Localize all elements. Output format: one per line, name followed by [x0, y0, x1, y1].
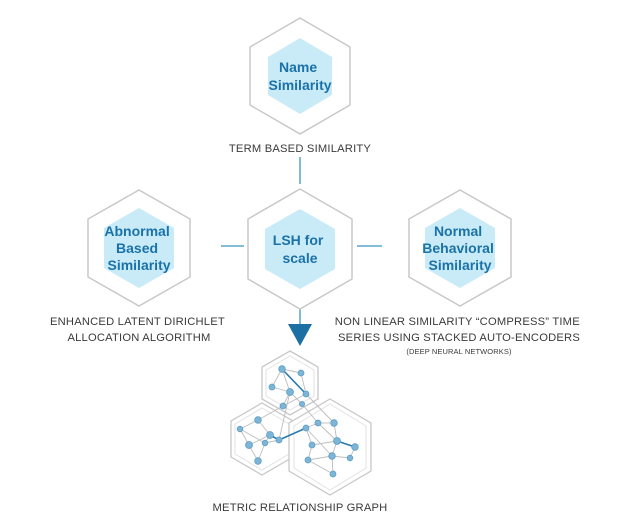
caption-nonlinear-line: NON LINEAR SIMILARITY “COMPRESS” TIME [335, 316, 580, 328]
node-title-line: scale [282, 250, 317, 266]
graph-node [351, 443, 359, 451]
svg-text:NON LINEAR SIMILARITY “COMPRES: NON LINEAR SIMILARITY “COMPRESS” TIME SE… [335, 316, 583, 344]
graph-node [329, 470, 337, 478]
hex-abnormal-based-similarity: Abnormal Based Similarity [87, 189, 191, 307]
svg-text:Abnormal Based Sim: Abnormal Based Similarity [104, 223, 173, 273]
hex-inner [104, 208, 174, 288]
graph-node [302, 424, 310, 432]
node-title-line: Abnormal [104, 223, 169, 239]
hex-inner [425, 208, 495, 288]
svg-text:Normal Behavioral: Normal Behavioral Similarity [422, 223, 497, 273]
graph-nodes [236, 365, 359, 478]
svg-text:LSH for scale: LSH for scale [273, 232, 327, 266]
down-arrow-icon [288, 324, 312, 346]
graph-node [304, 456, 312, 464]
node-title-line: Normal [434, 223, 482, 239]
svg-text:Name Similarity: Name Similarity [268, 59, 331, 93]
graph-node [254, 457, 262, 465]
graph-node [261, 439, 269, 447]
graph-node [328, 452, 336, 460]
graph-node [236, 425, 244, 433]
graph-node [302, 390, 310, 398]
graph-hex-top [261, 350, 319, 416]
graph-node [275, 436, 283, 444]
node-title-line: Name [279, 59, 317, 75]
graph-node [266, 431, 274, 439]
node-title-line: Similarity [428, 257, 491, 273]
graph-hex-right-inner [293, 403, 367, 491]
node-title-line: Behavioral [422, 240, 494, 256]
graph-node [286, 388, 294, 396]
graph-node [245, 441, 253, 449]
graph-node [330, 419, 338, 427]
graph-node [279, 402, 287, 410]
graph-node [308, 441, 316, 449]
graph-node [297, 369, 305, 377]
metric-relationship-graph-icon [230, 350, 372, 496]
graph-node [278, 365, 286, 373]
graph-node [314, 419, 322, 427]
graph-node [333, 437, 341, 445]
caption-metric-relationship-graph: METRIC RELATIONSHIP GRAPH [213, 502, 388, 514]
hex-inner [268, 38, 332, 114]
graph-node [298, 400, 305, 407]
caption-deep-neural-networks: (DEEP NEURAL NETWORKS) [406, 347, 512, 356]
caption-nonlinear-line: SERIES USING STACKED AUTO-ENCODERS [338, 332, 580, 344]
graph-node [268, 383, 276, 391]
hex-inner [265, 209, 335, 289]
hex-normal-behavioral-similarity: Normal Behavioral Similarity [408, 189, 512, 307]
graph-node [346, 454, 354, 462]
hex-name-similarity: Name Similarity [249, 17, 351, 135]
hex-lsh-for-scale: LSH for scale [247, 188, 353, 310]
node-title-line: Based [116, 240, 158, 256]
node-title-line: LSH for [273, 232, 324, 248]
svg-text:ENHANCED LATENT DIRICHLET: ENHANCED LATENT DIRICHLET ALLOCATION ALG… [50, 316, 228, 344]
graph-node [254, 416, 262, 424]
caption-term-based: TERM BASED SIMILARITY [229, 143, 372, 155]
graph-hex-top-inner [265, 355, 315, 411]
graph-hex-right [288, 398, 372, 496]
node-title-line: Similarity [268, 77, 331, 93]
caption-lda-line: ENHANCED LATENT DIRICHLET [50, 316, 225, 328]
caption-lda-line: ALLOCATION ALGORITHM [67, 332, 210, 344]
node-title-line: Similarity [107, 257, 170, 273]
